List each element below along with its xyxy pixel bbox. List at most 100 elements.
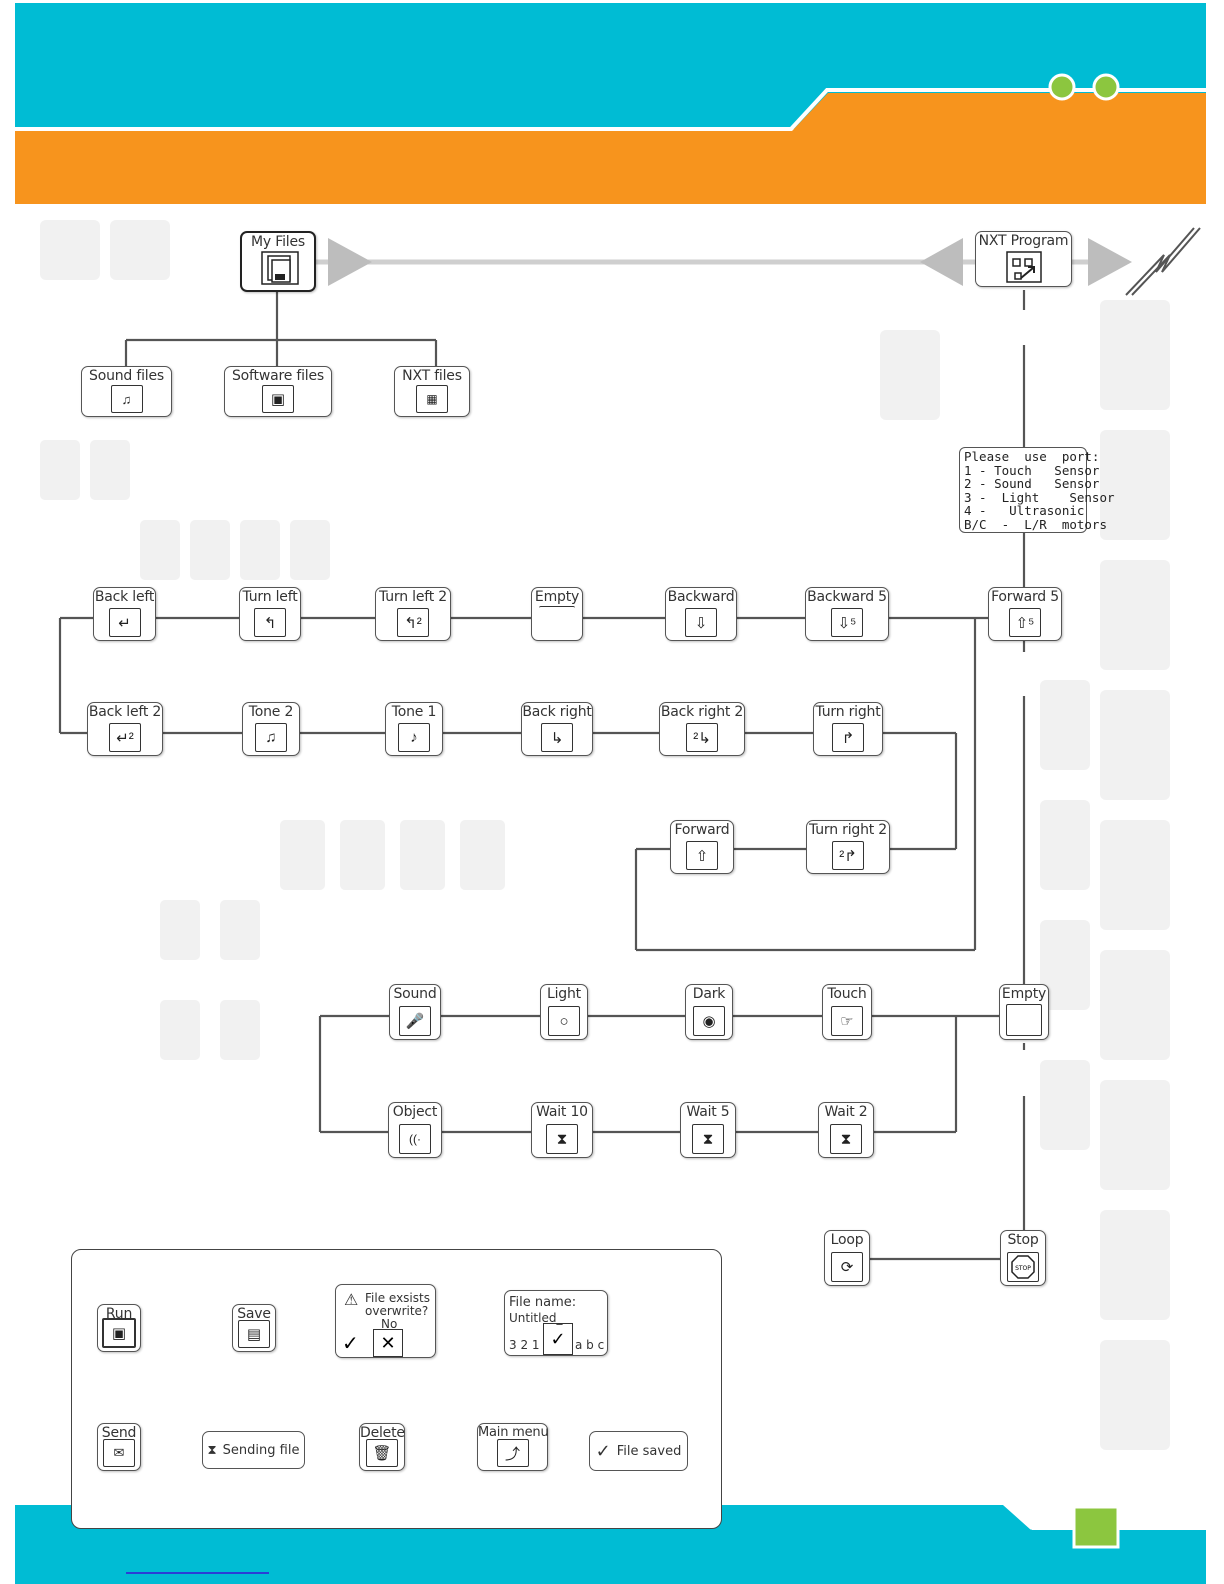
back-left-node[interactable]: Back left ↵ (93, 587, 156, 641)
file-saved-status: ✓ File saved (589, 1431, 688, 1471)
backward-icon: ⇩ (685, 608, 717, 637)
back-right-2-icon: ²↳ (686, 723, 718, 752)
node-label: Wait 10 (536, 1104, 588, 1120)
file-saved-label: File saved (616, 1443, 682, 1459)
turn-left-2-node[interactable]: Turn left 2 ↰² (375, 587, 451, 641)
ultrasonic-icon: ((· (399, 1124, 431, 1154)
delete-node[interactable]: Delete 🗑 (359, 1423, 405, 1471)
port-line: B/C - L/R motors (964, 516, 1107, 532)
sound-node[interactable]: Sound 🎤 (389, 984, 441, 1040)
node-label: Turn right 2 (809, 822, 887, 838)
turn-right-node[interactable]: Turn right ↱ (813, 702, 883, 756)
footer-link-underline[interactable] (126, 1572, 269, 1574)
node-label: Empty (1001, 986, 1047, 1002)
overwrite-line2: overwrite? (365, 1304, 429, 1318)
hourglass-icon: ⧗ (830, 1124, 862, 1154)
empty-node[interactable]: Empty (531, 587, 583, 641)
stop-octagon-icon: STOP (1011, 1255, 1035, 1279)
filename-dialog[interactable]: File name: Untitled_ 3 2 1 ✓ a b c (504, 1290, 608, 1356)
stop-node[interactable]: Stop STOP (1000, 1230, 1046, 1286)
node-label: Object (392, 1104, 438, 1120)
dark-node[interactable]: Dark ◉ (685, 984, 733, 1040)
back-left-icon: ↵ (108, 608, 141, 637)
send-envelope-icon: ✉ (103, 1439, 135, 1467)
tone-1-node[interactable]: Tone 1 ♪ (385, 702, 443, 756)
forward-5-node[interactable]: Forward 5 ⇧⁵ (988, 587, 1062, 641)
node-label: Tone 1 (391, 704, 437, 720)
turn-left-node[interactable]: Turn left ↰ (239, 587, 301, 641)
back-left-2-node[interactable]: Back left 2 ↵² (87, 702, 163, 756)
light-node[interactable]: Light ○ (540, 984, 588, 1040)
turn-left-2-icon: ↰² (397, 608, 429, 637)
overwrite-dialog[interactable]: ⚠ File exsists overwrite? No ✓ ✕ (335, 1284, 436, 1358)
my-files-label: My Files (251, 234, 305, 250)
nxt-program-label: NXT Program (978, 233, 1069, 249)
legend-panel: Run ▣ Save ▤ ⚠ File exsists overwrite? N… (71, 1249, 722, 1529)
main-menu-node[interactable]: Main menu ⤴ (477, 1423, 549, 1471)
node-label: Empty (534, 589, 580, 605)
send-node[interactable]: Send ✉ (97, 1423, 141, 1471)
port-line: 4 - Ultrasonic (964, 503, 1085, 519)
wait-5-node[interactable]: Wait 5 ⧗ (680, 1102, 736, 1158)
run-node[interactable]: Run ▣ (97, 1304, 141, 1352)
legend-label: Main menu (478, 1425, 549, 1440)
node-label: Tone 2 (248, 704, 294, 720)
legend-label: Save (237, 1306, 271, 1322)
backward-5-node[interactable]: Backward 5 ⇩⁵ (805, 587, 889, 641)
wait-2-node[interactable]: Wait 2 ⧗ (818, 1102, 874, 1158)
node-label: Wait 5 (686, 1104, 730, 1120)
main-menu-icon: ⤴ (496, 1439, 529, 1467)
tone-2-node[interactable]: Tone 2 ♫ (242, 702, 300, 756)
node-label: Light (547, 986, 581, 1002)
back-right-icon: ↳ (541, 723, 573, 752)
confirm-check-icon[interactable]: ✓ (543, 1323, 573, 1355)
sound-files-label: Sound files (89, 368, 164, 384)
hourglass-icon: ⧗ (692, 1124, 724, 1154)
loop-arrows-icon: ⟳ (831, 1252, 863, 1282)
backward-5-icon: ⇩⁵ (831, 608, 863, 637)
port-line: 1 - Touch Sensor (964, 462, 1100, 478)
turn-left-icon: ↰ (254, 608, 286, 637)
my-files-node[interactable]: My Files (240, 231, 316, 292)
nxt-files-node[interactable]: NXT files ▦ (394, 366, 470, 417)
hourglass-icon: ⧗ (207, 1442, 217, 1458)
save-node[interactable]: Save ▤ (232, 1304, 276, 1352)
forward-node[interactable]: Forward ⇧ (670, 820, 734, 874)
loop-node[interactable]: Loop ⟳ (824, 1230, 870, 1286)
node-label: Back left 2 (88, 704, 162, 720)
turn-right-2-node[interactable]: Turn right 2 ²↱ (806, 820, 890, 874)
node-label: Turn right (815, 704, 881, 720)
turn-right-2-icon: ²↱ (832, 841, 864, 870)
cancel-x-icon[interactable]: ✕ (373, 1329, 403, 1357)
filename-right: a b c (575, 1338, 605, 1352)
back-right-node[interactable]: Back right ↳ (521, 702, 593, 756)
node-label: Backward (667, 589, 735, 605)
empty-node-2[interactable]: Empty (999, 984, 1049, 1040)
legend-label: Delete (360, 1425, 405, 1441)
software-files-node[interactable]: Software files ▣ (224, 366, 332, 417)
node-label: Dark (692, 986, 726, 1002)
sound-disk-icon: ♫ (110, 385, 143, 413)
check-icon: ✓ (595, 1440, 611, 1462)
touch-node[interactable]: Touch ☞ (822, 984, 872, 1040)
node-label: Turn left 2 (379, 589, 447, 605)
backward-node[interactable]: Backward ⇩ (665, 587, 737, 641)
confirm-check-icon[interactable]: ✓ (342, 1333, 359, 1355)
legend-label: Send (101, 1425, 137, 1441)
back-right-2-node[interactable]: Back right 2 ²↳ (659, 702, 745, 756)
warning-icon: ⚠ (344, 1290, 359, 1309)
microphone-icon: 🎤 (399, 1006, 431, 1036)
sound-files-node[interactable]: Sound files ♫ (81, 366, 172, 417)
node-label: Wait 2 (824, 1104, 868, 1120)
stop-sign-text: STOP (1015, 1265, 1031, 1272)
node-label: Touch (827, 986, 867, 1002)
save-disk-icon: ▤ (238, 1320, 270, 1348)
node-label: Backward 5 (807, 589, 887, 605)
wait-10-node[interactable]: Wait 10 ⧗ (531, 1102, 593, 1158)
node-label: Forward (674, 822, 730, 838)
nxt-program-node[interactable]: NXT Program (975, 231, 1072, 287)
object-node[interactable]: Object ((· (388, 1102, 442, 1158)
sending-file-status: ⧗ Sending file (202, 1431, 305, 1469)
light-circle-icon: ○ (548, 1006, 580, 1036)
empty-icon (539, 606, 575, 640)
